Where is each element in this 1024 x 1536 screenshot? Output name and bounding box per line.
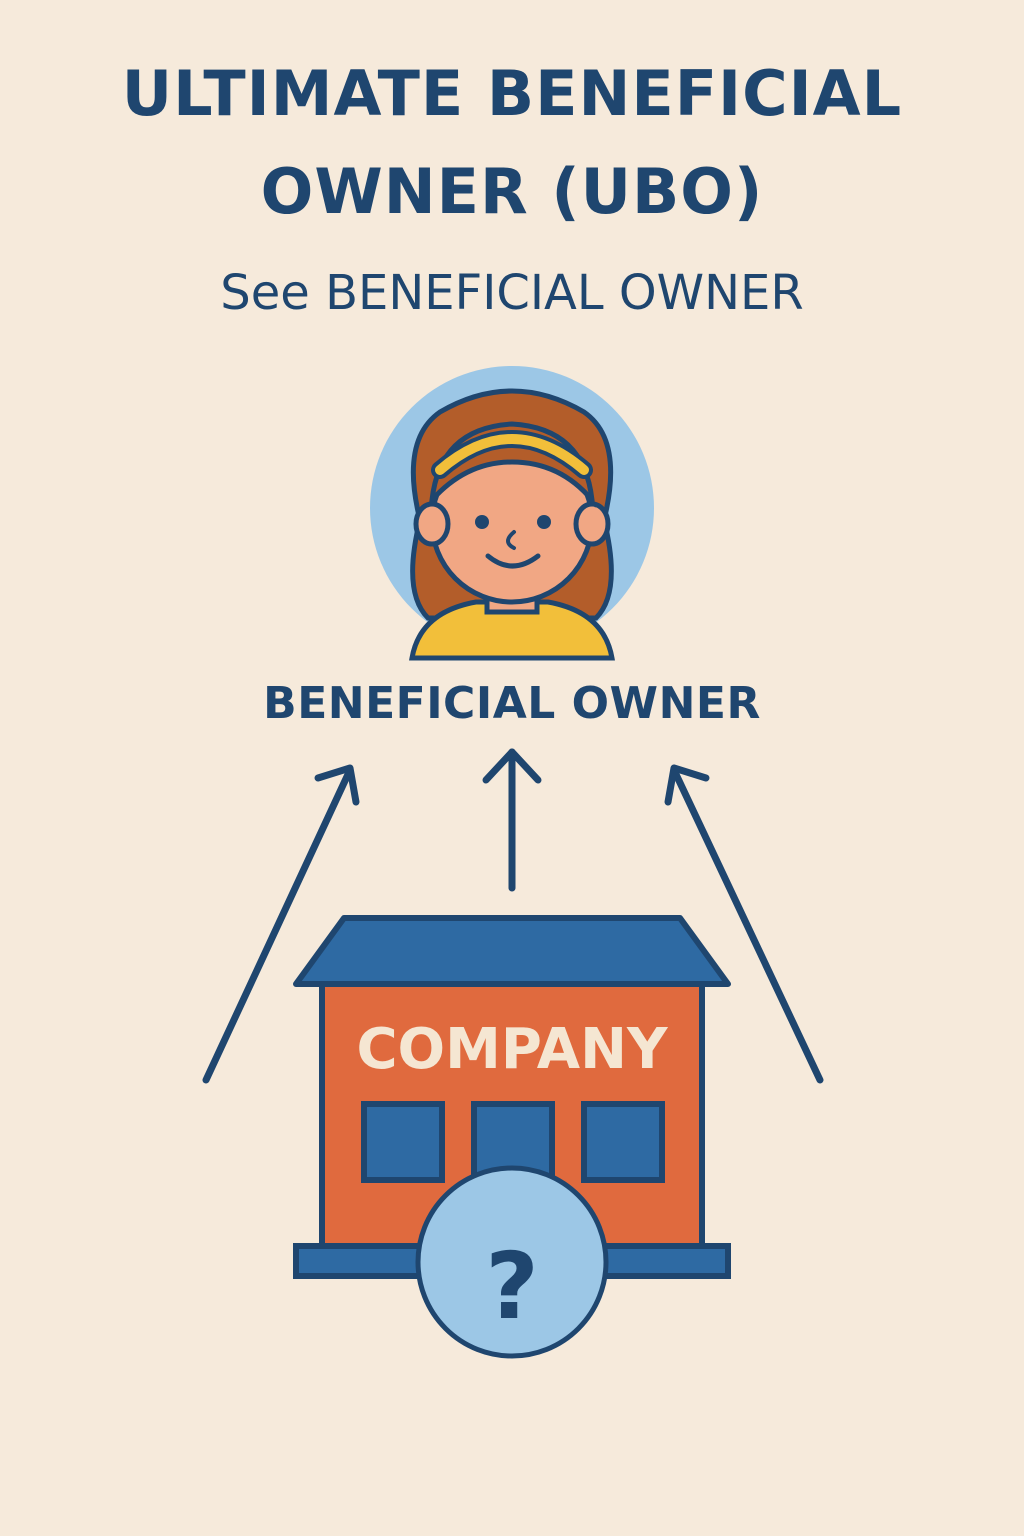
building-roof	[293, 915, 731, 987]
avatar-right-eye	[537, 515, 551, 529]
company-label: COMPANY	[356, 1017, 669, 1082]
avatar-shirt	[409, 599, 615, 661]
avatar-nose	[506, 530, 516, 550]
building-window-right	[581, 1101, 665, 1183]
avatar-smile	[485, 553, 541, 569]
title-line-2: OWNER (UBO)	[260, 155, 764, 228]
person-avatar-icon	[370, 366, 654, 661]
building-window-left	[361, 1101, 445, 1183]
question-mark-icon: ?	[415, 1165, 609, 1359]
question-mark: ?	[485, 1233, 538, 1340]
arrow-right	[664, 764, 824, 1084]
ownership-arrows	[202, 748, 824, 1084]
avatar-left-eye	[475, 515, 489, 529]
title-line-1: ULTIMATE BENEFICIAL	[121, 57, 903, 130]
avatar-right-ear	[573, 501, 611, 547]
arrow-left	[202, 764, 360, 1084]
beneficial-owner-label: BENEFICIAL OWNER	[263, 678, 761, 729]
arrow-center	[482, 748, 542, 892]
subtitle: See BENEFICIAL OWNER	[220, 265, 804, 321]
avatar-left-ear	[413, 501, 451, 547]
question-circle	[415, 1165, 609, 1359]
avatar-headband-fill	[435, 434, 589, 475]
